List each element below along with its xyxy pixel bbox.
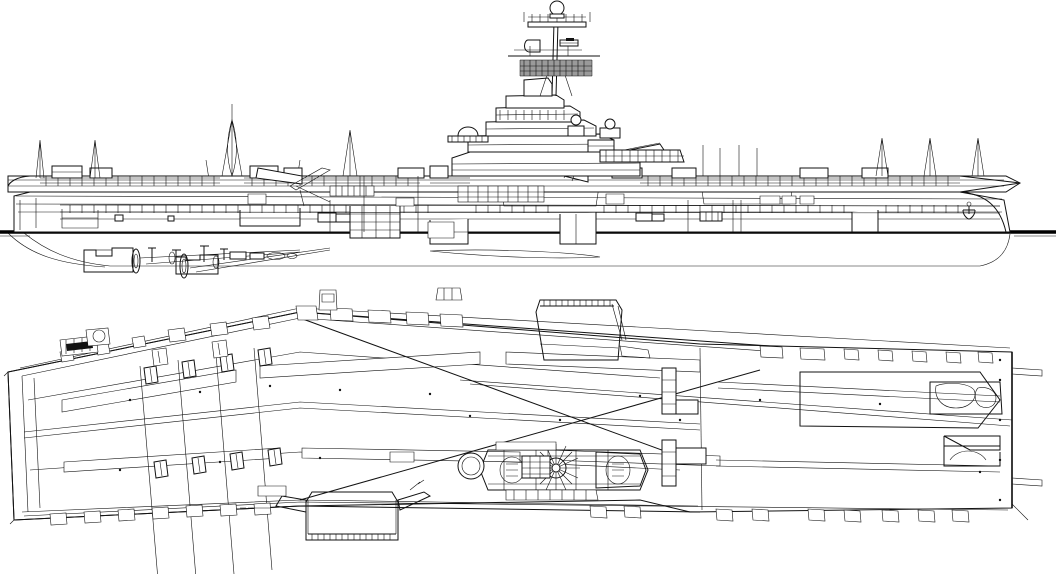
deck-edge-elevator-1[interactable]: [536, 300, 650, 360]
elevator-1-edge-teeth: [543, 300, 611, 306]
deck-edge-cranes-plan: [60, 288, 462, 366]
lattice-mast-profile: [508, 1, 600, 96]
air-search-radar: [520, 60, 592, 76]
catapult-track-port: [716, 460, 1000, 472]
forward-elevator-well: [800, 368, 1000, 432]
island-superstructure-plan: [458, 442, 648, 500]
anchor-icon: [963, 202, 975, 219]
arresting-wires: [140, 348, 282, 574]
hull-fittings: [115, 200, 975, 232]
bow-catapult-detail: [930, 382, 1002, 466]
flight-deck-plan-view: [4, 288, 1042, 574]
jet-blast-deflectors-plan: [662, 348, 706, 510]
angled-deck-centerline: [24, 402, 700, 438]
catapult-track-starboard: [718, 382, 1000, 402]
island-superstructure-profile: [448, 78, 684, 176]
deck-edge-elevator-2[interactable]: [240, 480, 430, 540]
hull-underwater: [8, 233, 1010, 278]
rudder: [84, 248, 133, 272]
gun-tubs-port: [50, 503, 969, 525]
elevator-2-edge-teeth: [311, 534, 391, 540]
whip-antennas: [35, 104, 985, 179]
port-catwalk-gun-tubs: [24, 502, 1008, 525]
propellers: [132, 249, 219, 278]
catwalk-stanchions: [69, 205, 959, 213]
gallery-deck-detail: [248, 168, 814, 238]
barricade-lines: [300, 318, 1012, 500]
deck-fittings: [118, 358, 1002, 502]
catwalk-railing-profile: [59, 204, 1001, 214]
arresting-wire-sheaves: [144, 348, 282, 478]
bilge-keel: [430, 250, 600, 258]
catapult-tracks: [716, 382, 1000, 472]
